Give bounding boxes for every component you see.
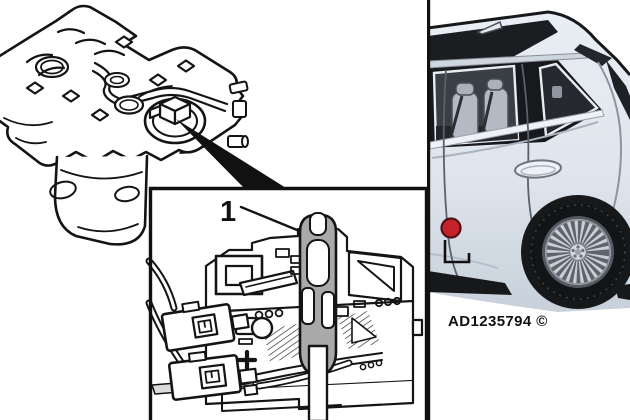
quarter-window: [538, 62, 599, 138]
pump-cap: [148, 95, 192, 126]
minus-terminal-icon: [238, 338, 253, 345]
fuel-pump-location-marker: [440, 217, 462, 239]
panoramic-roof: [428, 20, 558, 70]
door-shut-line: [442, 69, 460, 281]
plus-terminal-icon: [236, 349, 258, 371]
inset-border: [148, 186, 429, 420]
rear-pillar-edge: [606, 60, 630, 120]
rocker-cladding: [428, 271, 512, 295]
marker-bracket: [443, 240, 471, 264]
tailgate-line: [597, 61, 622, 215]
panel-divider: [427, 0, 431, 420]
door-handle: [514, 159, 562, 179]
tank-fittings: [227, 80, 249, 148]
electrical-connector-lower: [167, 350, 259, 401]
callout-leader-line: [239, 205, 299, 232]
roof-outline: [427, 10, 630, 76]
reference-code: AD1235794 ©: [448, 313, 548, 330]
highlighted-guide-rail-part: [298, 212, 338, 420]
detail-inset: 1: [145, 186, 429, 420]
quarter-window-detail: [552, 86, 562, 98]
tank-mount-holes: [25, 35, 196, 179]
rear-wheel: [529, 203, 627, 301]
shark-fin-antenna: [476, 20, 503, 35]
spoiler-underside: [574, 44, 612, 66]
callout-label-1: 1: [220, 196, 236, 228]
callout-arrow: [176, 119, 286, 190]
electrical-connector-upper: [160, 300, 250, 352]
fuel-pump-module-drawing: [145, 205, 424, 420]
fuel-tank-illustration: [0, 4, 249, 246]
vehicle-illustration: [427, 10, 630, 312]
